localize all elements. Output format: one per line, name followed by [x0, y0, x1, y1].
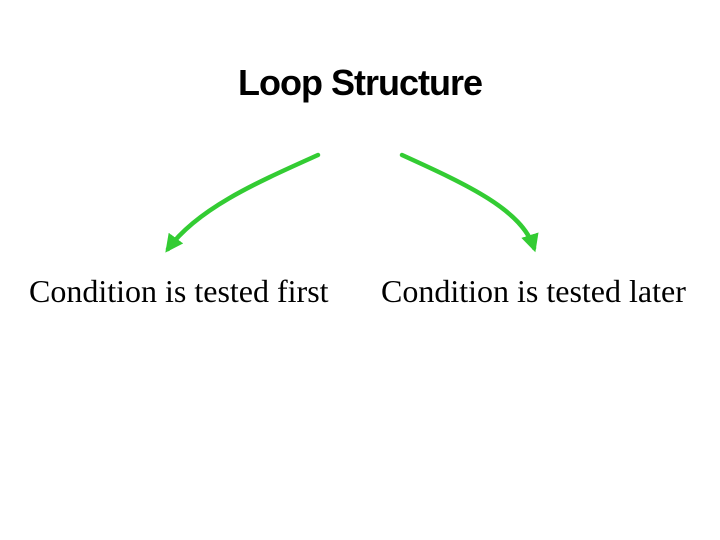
slide-title: Loop Structure	[238, 62, 483, 103]
left-curved-arrow	[165, 152, 321, 253]
right-condition-label: Condition is tested later	[381, 273, 686, 309]
right-curved-arrow	[399, 152, 539, 253]
left-condition-label: Condition is tested first	[29, 273, 329, 309]
